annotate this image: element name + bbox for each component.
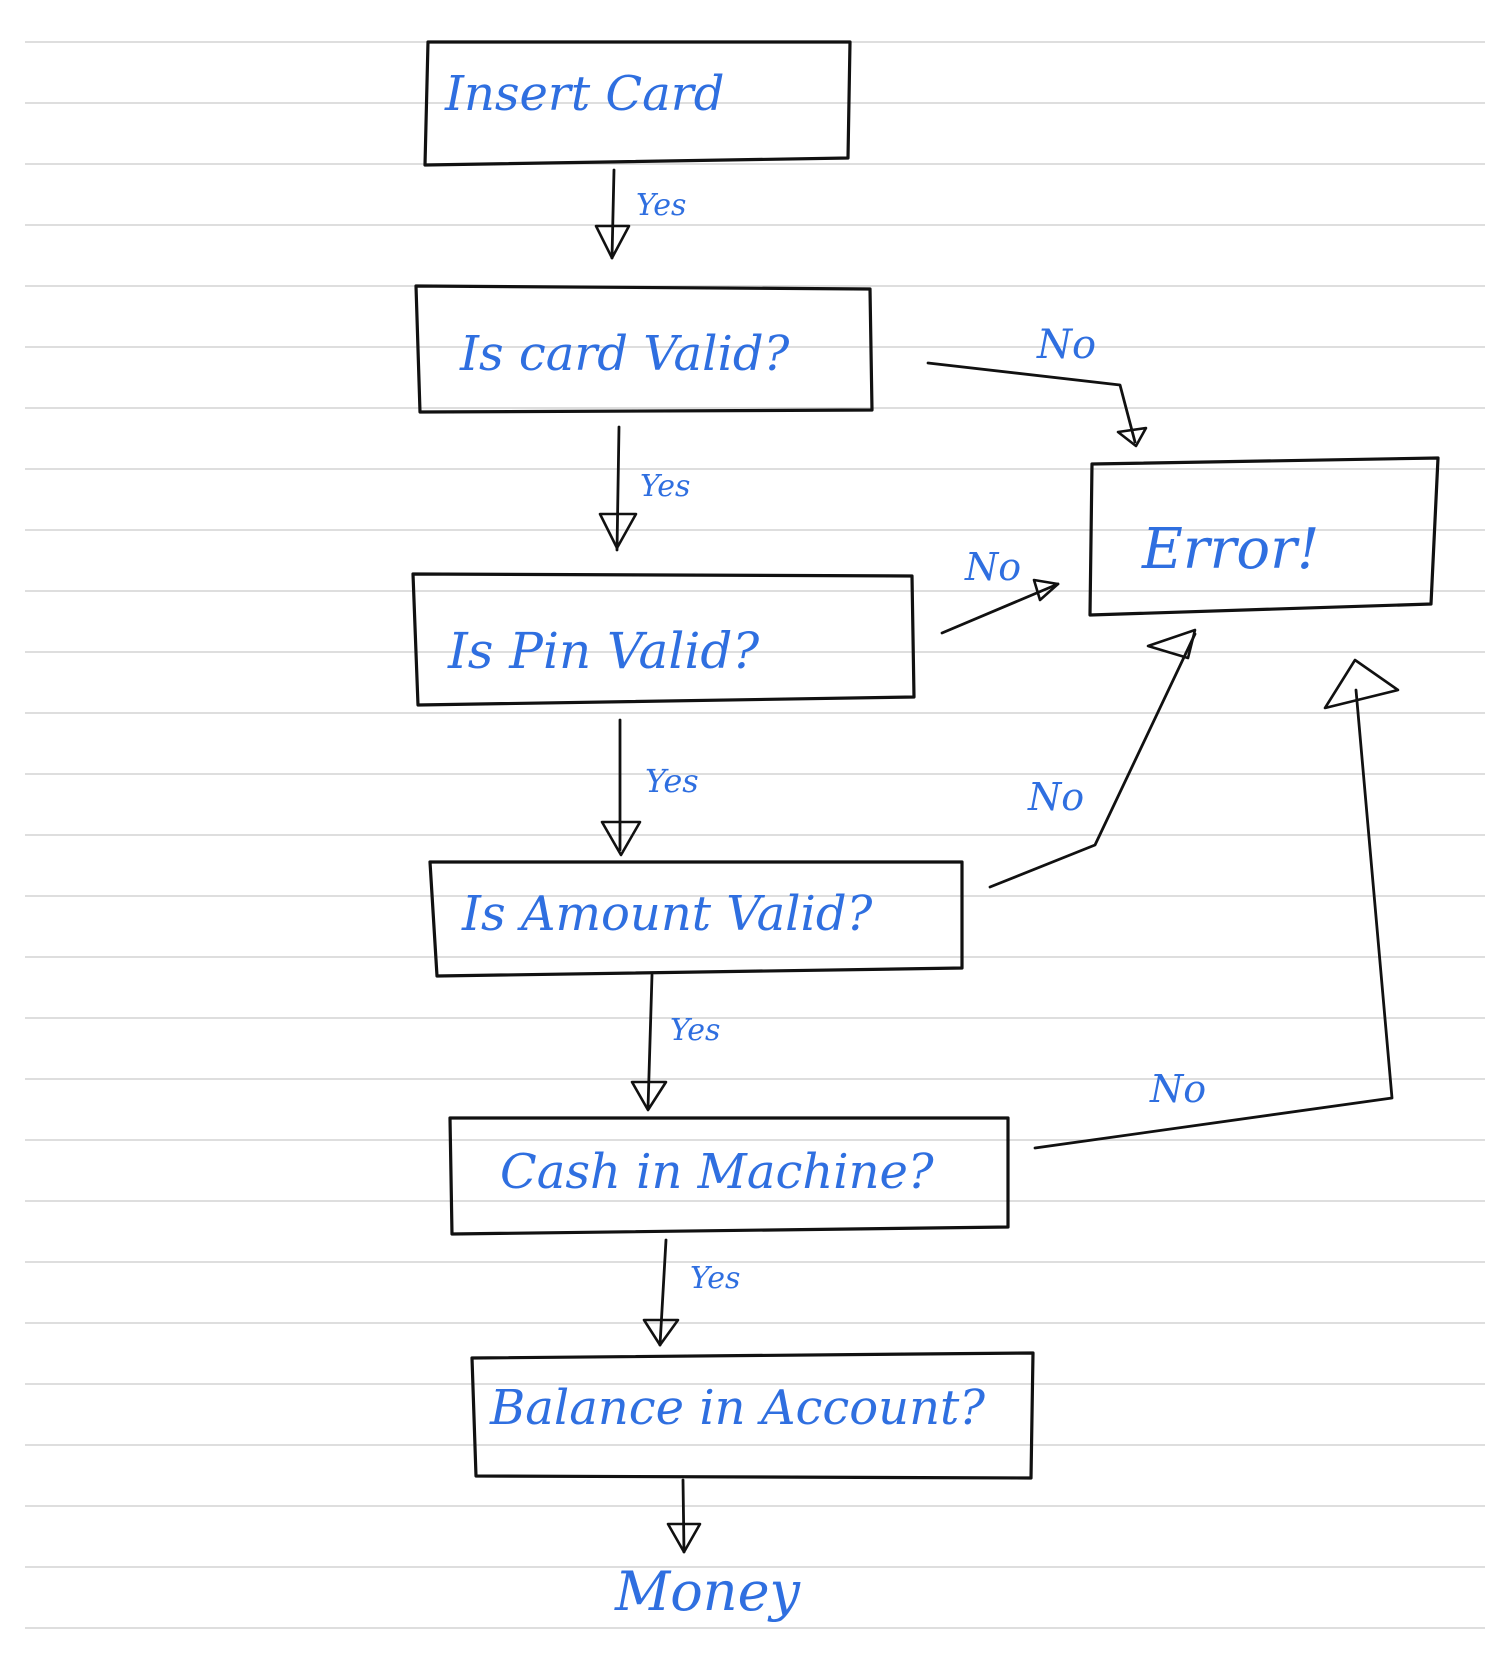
arrowhead: [1032, 578, 1060, 602]
edge-cash-to-error: No: [1033, 658, 1400, 1150]
money-label: Money: [614, 1560, 802, 1623]
edge-balance-to-money: [666, 1478, 702, 1554]
amount-valid-label: Is Amount Valid?: [461, 886, 873, 942]
arrowhead: [600, 820, 642, 857]
arrowhead: [1146, 628, 1197, 660]
insert-card-node: Insert Card: [423, 40, 852, 167]
edge-amount-to-error: No: [988, 628, 1197, 889]
error-label: Error!: [1141, 517, 1319, 582]
arrowhead: [1323, 658, 1400, 710]
arrowhead: [594, 224, 631, 260]
cash-in-machine-node: Cash in Machine?: [448, 1116, 1010, 1236]
card-valid-label: Is card Valid?: [459, 326, 790, 382]
edge-pin-to-amount: Yes: [600, 718, 699, 857]
arrowhead: [1116, 426, 1148, 448]
error-node: Error!: [1088, 456, 1440, 617]
balance-in-account-box: [470, 1351, 1035, 1480]
edge-amount-to-cash: Yes: [630, 973, 720, 1112]
pin-valid-box: [411, 572, 916, 707]
edge-label-no: No: [964, 545, 1021, 589]
edge-label-no: No: [1027, 775, 1084, 819]
edge-pin-to-error: No: [940, 545, 1060, 635]
cash-in-machine-label: Cash in Machine?: [500, 1144, 934, 1200]
pin-valid-label: Is Pin Valid?: [447, 622, 760, 680]
edge-insert-to-card: Yes: [594, 168, 686, 260]
cash-in-machine-box: [448, 1116, 1010, 1236]
arrowhead: [598, 512, 638, 550]
edge-label-yes: Yes: [636, 188, 686, 223]
edge-label-yes: Yes: [640, 469, 690, 504]
insert-card-box: [423, 40, 852, 167]
edge-label-no: No: [1036, 322, 1096, 368]
arrowhead: [666, 1522, 702, 1554]
amount-valid-box: [428, 860, 964, 978]
edge-card-to-error: No: [926, 322, 1148, 448]
edge-cash-to-balance: Yes: [642, 1238, 740, 1347]
card-valid-node: Is card Valid?: [414, 284, 874, 414]
balance-in-account-node: Balance in Account?: [470, 1351, 1035, 1480]
edge-label-yes: Yes: [670, 1013, 720, 1048]
arrowhead: [642, 1318, 680, 1347]
error-box: [1088, 456, 1440, 617]
card-valid-box: [414, 284, 874, 414]
edge-label-yes: Yes: [645, 762, 699, 800]
arrowhead: [630, 1080, 668, 1112]
balance-in-account-label: Balance in Account?: [489, 1380, 985, 1436]
pin-valid-node: Is Pin Valid?: [411, 572, 916, 707]
edge-label-no: No: [1149, 1067, 1206, 1111]
amount-valid-node: Is Amount Valid?: [428, 860, 964, 978]
edge-card-to-pin: Yes: [598, 425, 690, 552]
ruled-lines: [25, 41, 1485, 1629]
edge-label-yes: Yes: [690, 1261, 740, 1296]
insert-card-label: Insert Card: [444, 66, 724, 122]
